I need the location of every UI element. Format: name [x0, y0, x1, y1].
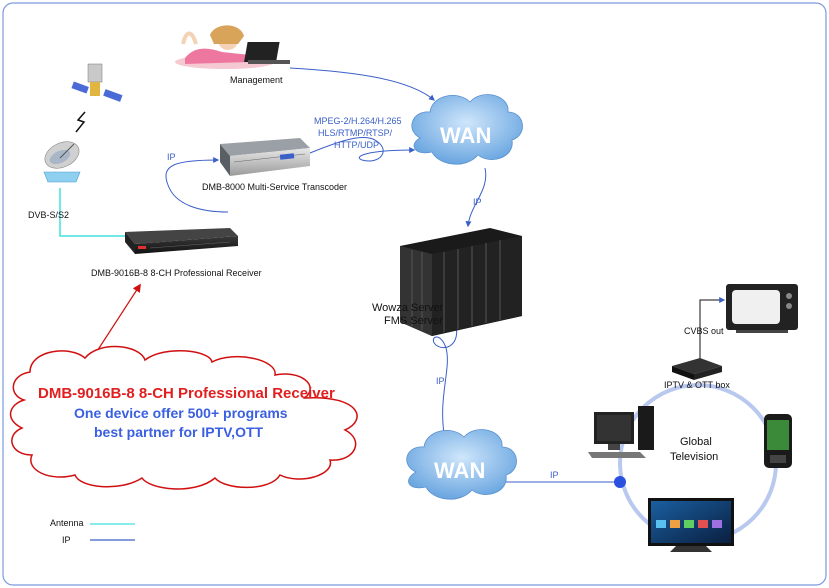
iptv-box-icon [672, 358, 722, 380]
iptv-box-label: IPTV & OTT box [664, 380, 730, 390]
cvbs-label: CVBS out [684, 326, 724, 336]
transcoder-to-wan-link [304, 137, 416, 162]
transcoder-device [220, 138, 310, 176]
ip-label-wan: IP [473, 197, 482, 207]
legend-ip-label: IP [62, 535, 71, 545]
promo-line-3: best partner for IPTV,OTT [94, 424, 264, 440]
legend: Antenna IP [50, 518, 135, 545]
transcoder-label: DMB-8000 Multi-Service Transcoder [202, 182, 347, 192]
promo-line-1: DMB-9016B-8 8-CH Professional Receiver [38, 385, 335, 402]
cvbs-link [699, 297, 726, 362]
global-label: Global [680, 436, 712, 448]
television-label: Television [670, 451, 718, 463]
desktop-pc-icon [588, 406, 654, 458]
satellite-dish-icon [43, 141, 81, 183]
management-user-icon [175, 25, 290, 69]
management-to-wan-link [289, 67, 435, 101]
promo-cloud [9, 345, 358, 490]
promo-line-2: One device offer 500+ programs [74, 405, 288, 421]
wowza-label: Wowza Server [372, 302, 444, 314]
antenna-connection [59, 188, 125, 237]
server-rack-icon [400, 228, 522, 336]
wan-label-bottom: WAN [434, 458, 485, 483]
ip-label-bottom: IP [550, 470, 559, 480]
receiver-device [125, 228, 238, 254]
wan-to-server-link [465, 167, 487, 228]
wan-cloud-bottom [406, 429, 517, 500]
protocol-line-3: HTTP/UDP [334, 140, 379, 150]
management-label: Management [230, 75, 283, 85]
crt-tv-icon [726, 284, 798, 333]
wan-cloud-top [411, 94, 523, 165]
protocol-line-1: MPEG-2/H.264/H.265 [314, 116, 402, 126]
receiver-to-transcoder-link [165, 157, 229, 213]
receiver-label: DMB-9016B-8 8-CH Professional Receiver [91, 268, 262, 278]
satellite-icon [71, 63, 123, 133]
fms-label: FMS Server [384, 315, 443, 327]
server-to-wan-link [432, 321, 458, 447]
ip-label-transcoder: IP [167, 152, 176, 162]
smart-tv-icon [648, 498, 734, 552]
protocol-line-2: HLS/RTMP/RTSP/ [318, 128, 393, 138]
mobile-phone-icon [764, 414, 792, 468]
ip-label-server: IP [436, 376, 445, 386]
ring-entry-point [614, 476, 626, 488]
wan-label-top: WAN [440, 123, 491, 148]
dvb-label: DVB-S/S2 [28, 210, 69, 220]
legend-antenna-label: Antenna [50, 518, 84, 528]
